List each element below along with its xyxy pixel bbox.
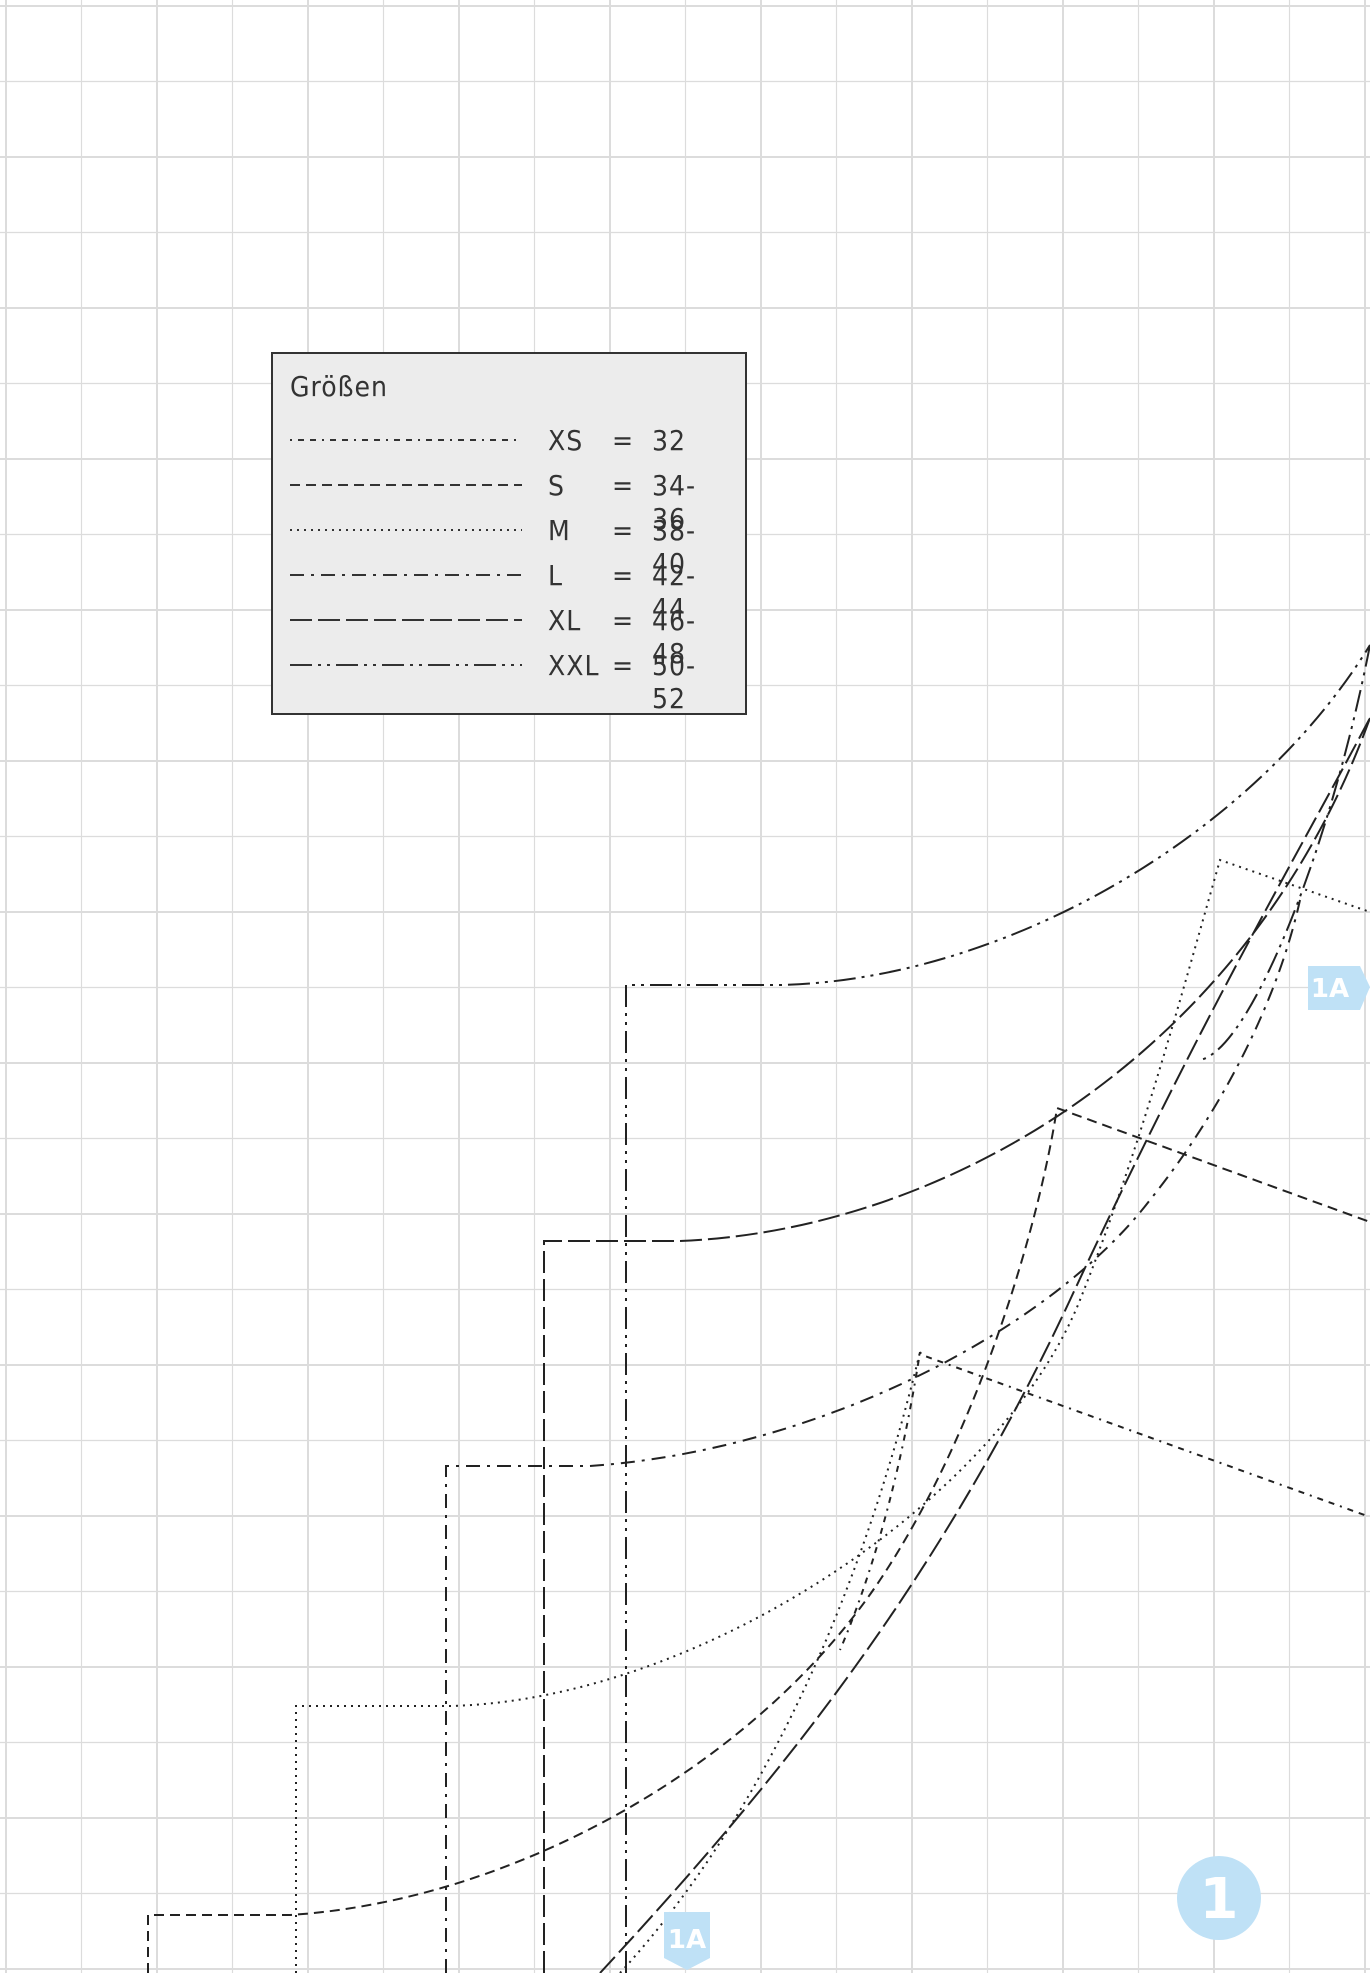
legend-row-xl: XL = 46-48 xyxy=(290,600,730,670)
legend-swatch-xxl xyxy=(290,664,522,666)
legend-equals: = xyxy=(612,424,635,457)
legend-row-xxl: XXL = 50-52 xyxy=(290,645,730,715)
pattern-line-xl-curve xyxy=(599,717,1370,1973)
pattern-line-xxl-side xyxy=(1199,644,1370,1061)
page-number-badge: 1 xyxy=(1177,1856,1261,1940)
legend-size-xxl: XXL xyxy=(548,649,600,682)
legend-swatch-s xyxy=(290,484,522,486)
legend-equals: = xyxy=(612,514,635,547)
legend-swatch-xs xyxy=(290,439,522,441)
legend-equals: = xyxy=(612,649,635,682)
piece-marker-right-label: 1A xyxy=(1311,974,1349,1004)
legend-equals: = xyxy=(612,559,635,592)
legend-size-xs: XS xyxy=(548,424,584,457)
legend-range-s: 34-36 xyxy=(652,469,697,535)
legend-title: Größen xyxy=(290,370,389,403)
legend-size-l: L xyxy=(548,559,564,592)
legend-equals: = xyxy=(612,604,635,637)
legend-equals: = xyxy=(612,469,635,502)
legend-row-s: S = 34-36 xyxy=(290,465,730,535)
piece-marker-bottom: 1A xyxy=(664,1912,710,1970)
piece-marker-right: 1A xyxy=(1308,966,1370,1010)
page-number: 1 xyxy=(1200,1867,1239,1932)
legend-range-xs: 32 xyxy=(652,424,687,457)
size-legend: Größen XS = 32 S = 34-36 M = 38-40 L = 4… xyxy=(271,352,747,715)
legend-range-xxl: 50-52 xyxy=(652,649,697,715)
pattern-line-m xyxy=(295,858,1370,1973)
markers: 1A 1A 1 xyxy=(664,966,1370,1970)
legend-swatch-xl xyxy=(290,619,522,621)
pattern-line-s xyxy=(147,1106,1370,1973)
legend-row-xs: XS = 32 xyxy=(290,420,730,460)
legend-row-l: L = 42-44 xyxy=(290,555,730,625)
legend-range-xl: 46-48 xyxy=(652,604,697,670)
pattern-lines xyxy=(147,644,1370,1973)
pattern-line-m-curve xyxy=(619,1351,921,1973)
legend-swatch-l xyxy=(290,574,522,576)
pattern-line-xs-curve xyxy=(839,1351,921,1651)
legend-swatch-m xyxy=(290,529,522,531)
pattern-line-xxl xyxy=(625,644,1370,1973)
legend-size-m: M xyxy=(548,514,571,547)
pattern-line-xl xyxy=(543,717,1370,1973)
legend-size-s: S xyxy=(548,469,565,502)
legend-row-m: M = 38-40 xyxy=(290,510,730,580)
legend-size-xl: XL xyxy=(548,604,582,637)
pattern-line-l xyxy=(445,899,1301,1973)
legend-range-l: 42-44 xyxy=(652,559,697,625)
legend-range-m: 38-40 xyxy=(652,514,697,580)
piece-marker-bottom-label: 1A xyxy=(668,1925,706,1955)
